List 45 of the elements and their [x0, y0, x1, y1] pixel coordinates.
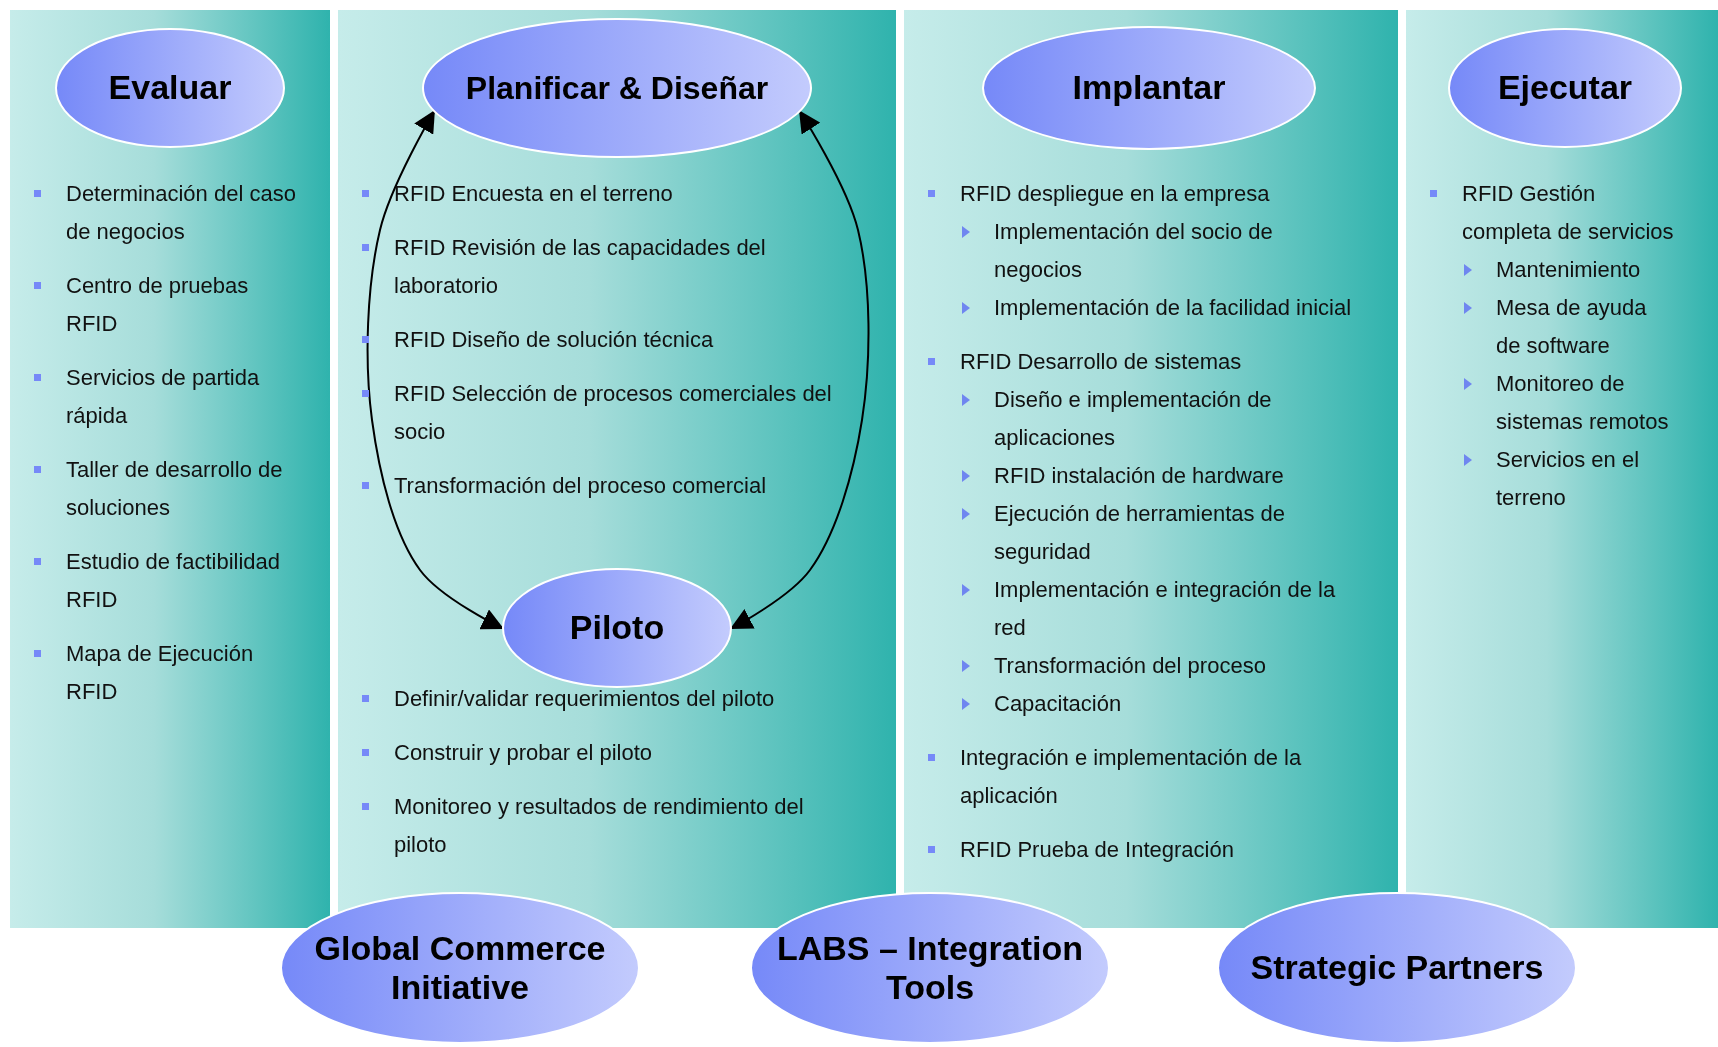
bullet-text: Diseño e implementación de aplicaciones	[994, 387, 1272, 450]
bullet-text: Integración e implementación de la aplicación	[960, 745, 1302, 808]
bullet-text: Mesa de ayuda de software	[1496, 295, 1647, 358]
bullet-text: RFID Diseño de solución técnica	[394, 327, 714, 352]
curved-arrow	[366, 110, 504, 630]
bullet-text: Monitoreo de sistemas remotos	[1496, 371, 1669, 434]
ellipse-title: LABS – Integration Tools	[776, 928, 1084, 1008]
bullet-text: Servicios de partida rápida	[66, 365, 260, 428]
phase-panel	[338, 10, 896, 928]
bullet-text: RFID Encuesta en el terreno	[394, 181, 673, 206]
bullet-text: Centro de pruebas RFID	[66, 273, 249, 336]
bullet-text: Determinación del caso de negocios	[66, 181, 296, 244]
bullet-text: Implementación de la facilidad inicial	[994, 295, 1352, 320]
phase-panel	[1406, 10, 1718, 928]
bullet-text: RFID despliegue en la empresa	[960, 181, 1270, 206]
bullet-text: Servicios en el terreno	[1496, 447, 1640, 510]
ellipse-title: Planificar & Diseñar	[464, 69, 770, 107]
bullet-text: RFID Selección de procesos comerciales del socio	[394, 381, 832, 444]
bullet-text: RFID Desarrollo de sistemas	[960, 349, 1242, 374]
bullet-text: Implementación e integración de la red	[994, 577, 1336, 640]
bullet-text: RFID Revisión de las capacidades del laboratorio	[394, 235, 766, 298]
bullet-text: Implementación del socio de negocios	[994, 219, 1273, 282]
bullet-text: Mapa de Ejecución RFID	[66, 641, 254, 704]
bullet-text: RFID instalación de hardware	[994, 463, 1284, 488]
phase-panel	[10, 10, 330, 928]
bullet-text: Definir/validar requerimientos del piloto	[394, 686, 775, 711]
ellipse-title: Ejecutar	[1496, 68, 1634, 108]
bullet-text: Capacitación	[994, 691, 1122, 716]
bullet-text: RFID Prueba de Integración	[960, 837, 1234, 862]
ellipse-title: Piloto	[568, 608, 666, 648]
bullet-text: Transformación del proceso	[994, 653, 1266, 678]
bullet-text: Estudio de factibilidad RFID	[66, 549, 281, 612]
curved-arrow	[730, 110, 870, 630]
bullet-text: Construir y probar el piloto	[394, 740, 652, 765]
ellipse-title: Global Commerce Initiative	[313, 928, 607, 1008]
bullet-text: RFID Gestión completa de servicios	[1462, 181, 1674, 244]
bullet-text: Monitoreo y resultados de rendimiento del piloto	[394, 794, 804, 857]
bullet-text: Mantenimiento	[1496, 257, 1641, 282]
bullet-text: Ejecución de herramientas de seguridad	[994, 501, 1286, 564]
ellipse-title: Strategic Partners	[1249, 948, 1545, 988]
bullet-text: Taller de desarrollo de soluciones	[66, 457, 283, 520]
ellipse-title: Implantar	[1071, 68, 1227, 108]
phase-panel	[904, 10, 1398, 928]
bullet-text: Transformación del proceso comercial	[394, 473, 767, 498]
ellipse-title: Evaluar	[107, 68, 233, 108]
